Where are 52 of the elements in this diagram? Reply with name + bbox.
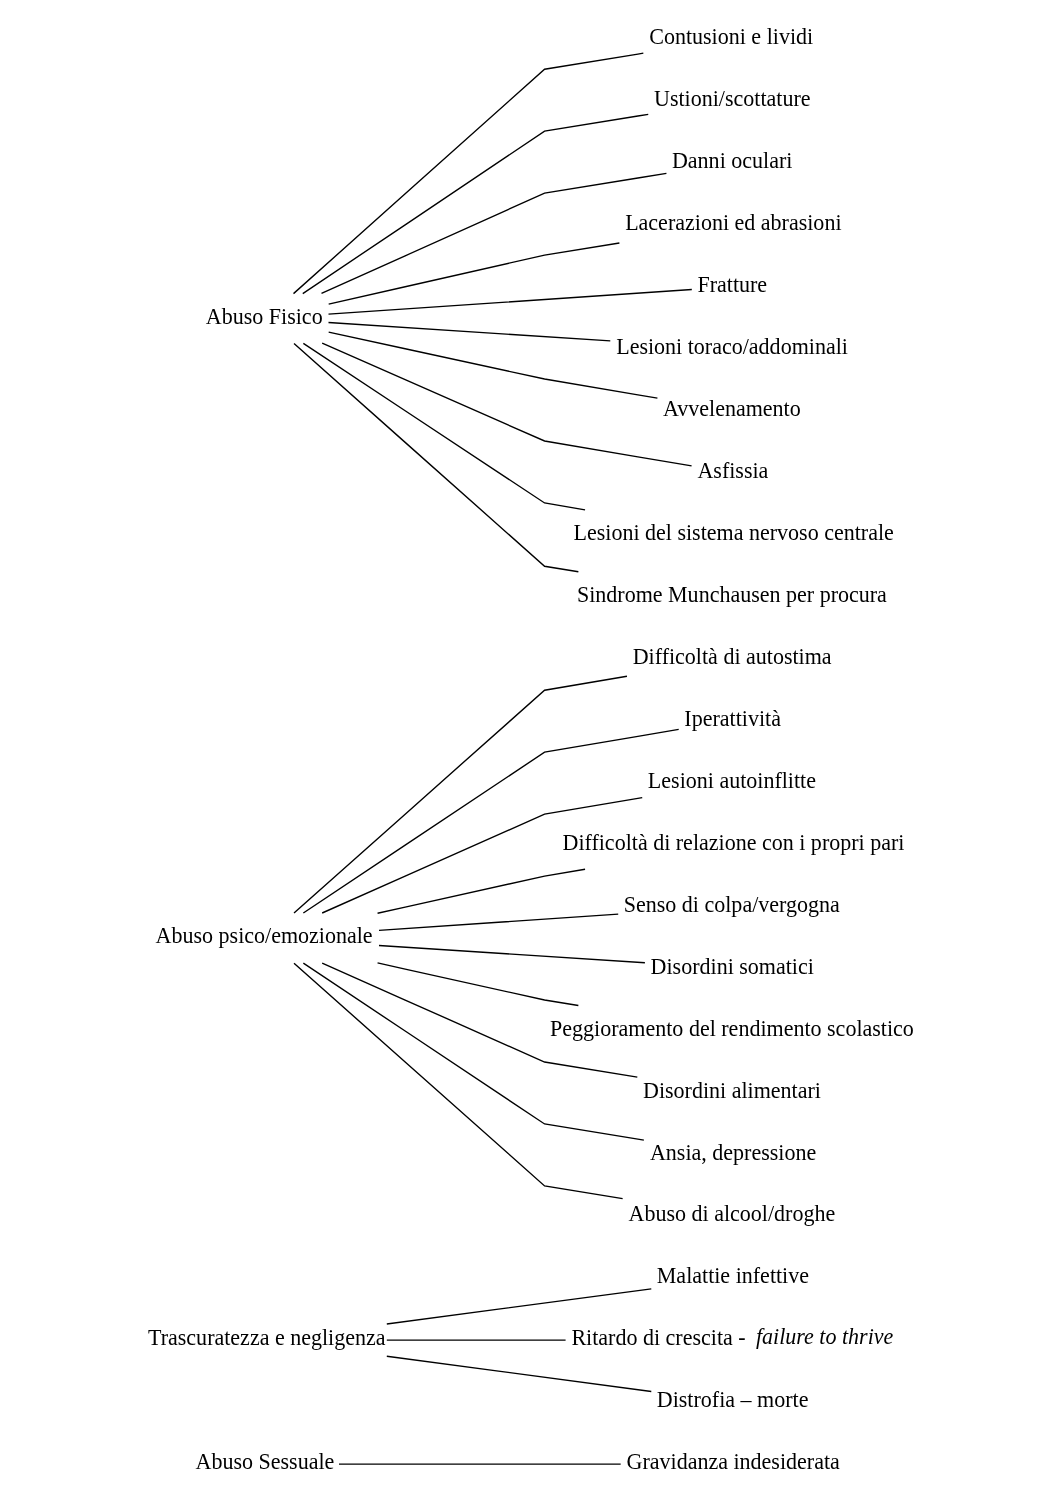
node-text: Ansia, depressione <box>649 1139 816 1165</box>
connector <box>327 242 620 305</box>
connector <box>376 962 579 1007</box>
node-text: Malattie infettive <box>656 1263 809 1289</box>
connector <box>321 962 638 1078</box>
connector <box>292 52 644 295</box>
connector <box>377 944 646 964</box>
node-text: Difficoltà di autostima <box>632 643 832 669</box>
connector <box>385 1288 652 1325</box>
node-text: Disordini somatici <box>650 953 814 979</box>
node-text: Danni oculari <box>671 148 792 174</box>
connector <box>337 1463 621 1465</box>
connector <box>320 172 667 295</box>
node-text: Peggioramento del rendimento scolastico <box>549 1015 914 1041</box>
node-text: Lesioni del sistema nervoso centrale <box>573 519 894 545</box>
node-text: Abuso Sessuale <box>195 1449 334 1475</box>
node-text: Disordini alimentari <box>642 1077 821 1103</box>
connector <box>321 796 643 914</box>
connector <box>292 342 579 573</box>
connector <box>327 321 611 342</box>
connector <box>292 962 623 1200</box>
connector <box>327 331 658 399</box>
node-text: Abuso di alcool/droghe <box>628 1201 835 1227</box>
node-text: Ustioni/scottature <box>653 86 811 112</box>
node-text: Difficoltà di relazione con i propri pari <box>561 829 904 855</box>
node-text: Sindrome Munchausen per procura <box>576 581 887 607</box>
node-text: Trascuratezza e negligenza <box>147 1325 386 1351</box>
connector <box>292 675 628 914</box>
node-text: Ritardo di crescita - failure to thrive <box>570 1324 893 1351</box>
connector <box>302 342 586 511</box>
node-text: Lacerazioni ed abrasioni <box>624 210 842 236</box>
node-text: Distrofia – morte <box>656 1387 808 1413</box>
node-text: Iperattività <box>683 705 781 731</box>
node-text: Avvelenamento <box>662 395 801 421</box>
connector <box>376 868 586 914</box>
node-text: Fratture <box>696 272 767 298</box>
connector <box>327 288 692 315</box>
node-text: Lesioni toraco/addominali <box>615 333 848 359</box>
node-text: Contusioni e lividi <box>648 24 813 50</box>
connector <box>321 342 692 467</box>
connector <box>302 962 645 1141</box>
connector <box>385 1339 566 1341</box>
node-text: Abuso Fisico <box>205 303 323 329</box>
connector <box>377 913 619 932</box>
node-text: Lesioni autoinflitte <box>647 767 816 793</box>
connector <box>301 113 649 295</box>
node-text: Gravidanza indesiderata <box>626 1449 840 1475</box>
node-text: Abuso psico/emozionale <box>155 923 373 949</box>
connector <box>302 728 679 914</box>
node-text: Senso di colpa/vergogna <box>623 891 840 917</box>
node-text: Asfissia <box>696 457 768 483</box>
connector <box>385 1355 652 1393</box>
